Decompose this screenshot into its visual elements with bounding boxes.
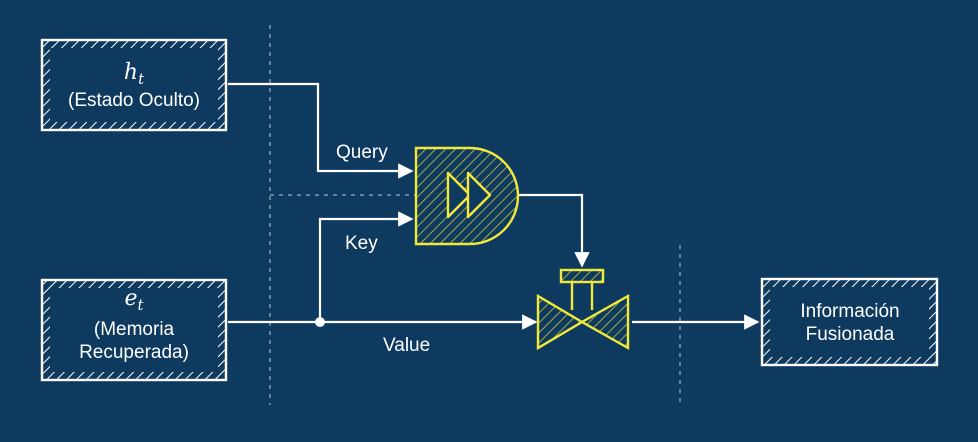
split-junction xyxy=(315,317,325,327)
retrieved-memory-label-line1: (Memoria xyxy=(94,319,175,340)
query-wire xyxy=(228,82,414,179)
hidden-state-node: ht (Estado Oculto) xyxy=(40,38,228,132)
hidden-state-label: (Estado Oculto) xyxy=(68,90,200,111)
key-wire xyxy=(318,211,414,322)
fused-info-label-line1: Información xyxy=(800,301,899,322)
valve-icon xyxy=(536,268,630,351)
retrieved-memory-node: et (Memoria Recuperada) xyxy=(40,278,228,382)
retrieved-memory-body xyxy=(50,288,218,372)
guide-lines xyxy=(269,25,681,405)
retrieved-memory-symbol: et xyxy=(124,286,144,314)
valve-handwheel xyxy=(559,268,605,284)
forward-arrow-2 xyxy=(466,171,492,219)
value-label: Value xyxy=(383,335,430,356)
connectors xyxy=(228,82,760,330)
fused-info-label-line2: Fusionada xyxy=(806,324,895,345)
hidden-state-symbol: ht xyxy=(124,60,145,88)
valve-right-triangle xyxy=(579,293,630,351)
gate-to-valve-wire xyxy=(518,193,590,268)
hidden-state-body xyxy=(50,48,218,122)
fused-info-body xyxy=(770,287,929,357)
and-gate-with-fast-forward-icon xyxy=(414,146,520,246)
key-label: Key xyxy=(345,233,378,254)
fused-info-node: Información Fusionada xyxy=(760,277,939,367)
retrieved-memory-label-line2: Recuperada) xyxy=(79,342,189,363)
forward-arrow-1 xyxy=(446,171,472,219)
query-label: Query xyxy=(336,142,388,163)
valve-left-triangle xyxy=(536,293,585,351)
